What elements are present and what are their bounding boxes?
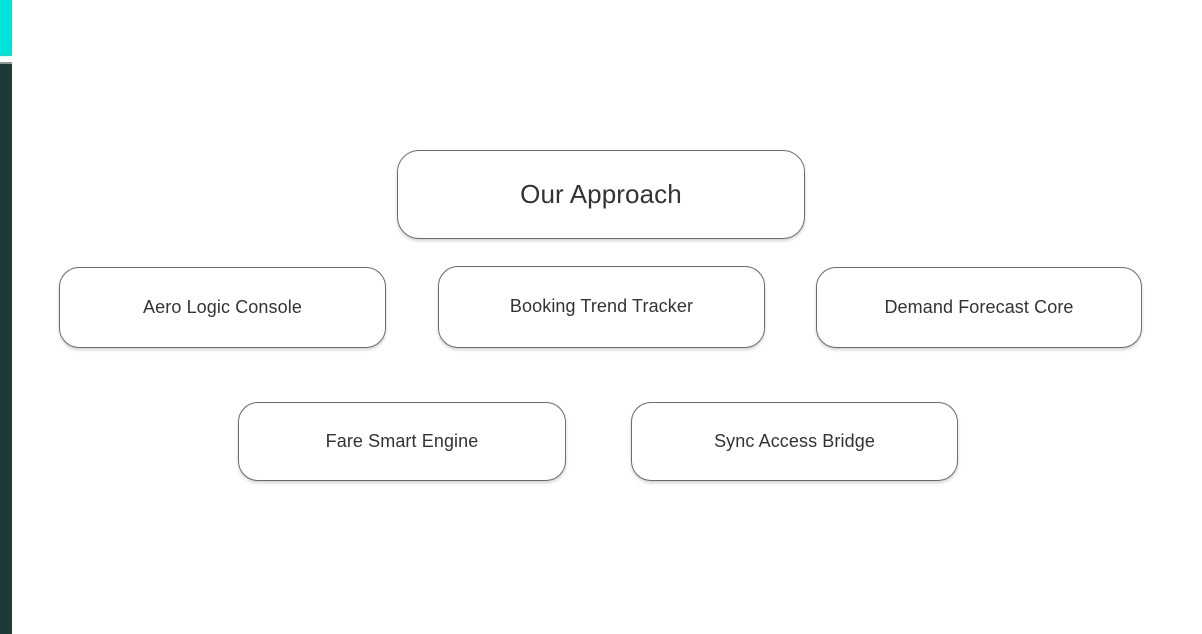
mindmap-node-label: Aero Logic Console [143, 296, 302, 317]
mindmap-node-label: Fare Smart Engine [325, 430, 479, 451]
mindmap-node-demand-forecast-core[interactable]: Demand Forecast Core [816, 267, 1142, 348]
mindmap-node-aero-logic-console[interactable]: Aero Logic Console [59, 267, 386, 348]
mindmap-root-label: Our Approach [520, 178, 682, 209]
mindmap-node-label: Booking Trend Tracker [509, 296, 694, 317]
mindmap-root-node[interactable]: Our Approach [397, 150, 805, 239]
left-edge-rails [0, 0, 12, 634]
sidebar-rail [0, 62, 12, 634]
mindmap-node-booking-trend-tracker[interactable]: Booking Trend Tracker [438, 266, 765, 348]
mindmap-node-sync-access-bridge[interactable]: Sync Access Bridge [631, 402, 958, 481]
mindmap-node-label: Demand Forecast Core [884, 296, 1074, 317]
mindmap-node-label: Sync Access Bridge [714, 430, 875, 451]
accent-rail [0, 0, 12, 56]
mindmap-node-fare-smart-engine[interactable]: Fare Smart Engine [238, 402, 566, 481]
